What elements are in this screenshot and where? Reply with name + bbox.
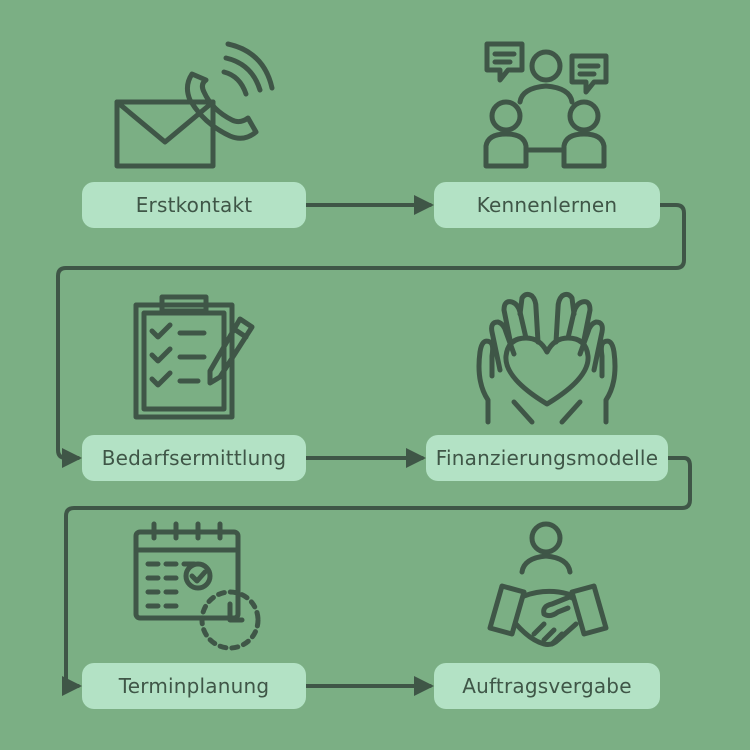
mail-phone-icon — [112, 40, 277, 172]
step-auftragsvergabe: Auftragsvergabe — [434, 663, 660, 709]
step-finanzierungsmodelle: Finanzierungsmodelle — [426, 435, 668, 481]
handshake-icon — [486, 520, 610, 652]
clipboard-checklist-icon — [132, 293, 256, 421]
people-chat-icon — [482, 40, 612, 170]
calendar-clock-icon — [132, 520, 270, 652]
step-kennenlernen: Kennenlernen — [434, 182, 660, 228]
step-bedarfsermittlung: Bedarfsermittlung — [82, 435, 306, 481]
step-erstkontakt: Erstkontakt — [82, 182, 306, 228]
arrow-2-to-3 — [56, 203, 686, 468]
hands-heart-icon — [474, 291, 620, 425]
step-terminplanung: Terminplanung — [82, 663, 306, 709]
arrow-4-to-5 — [62, 456, 692, 696]
